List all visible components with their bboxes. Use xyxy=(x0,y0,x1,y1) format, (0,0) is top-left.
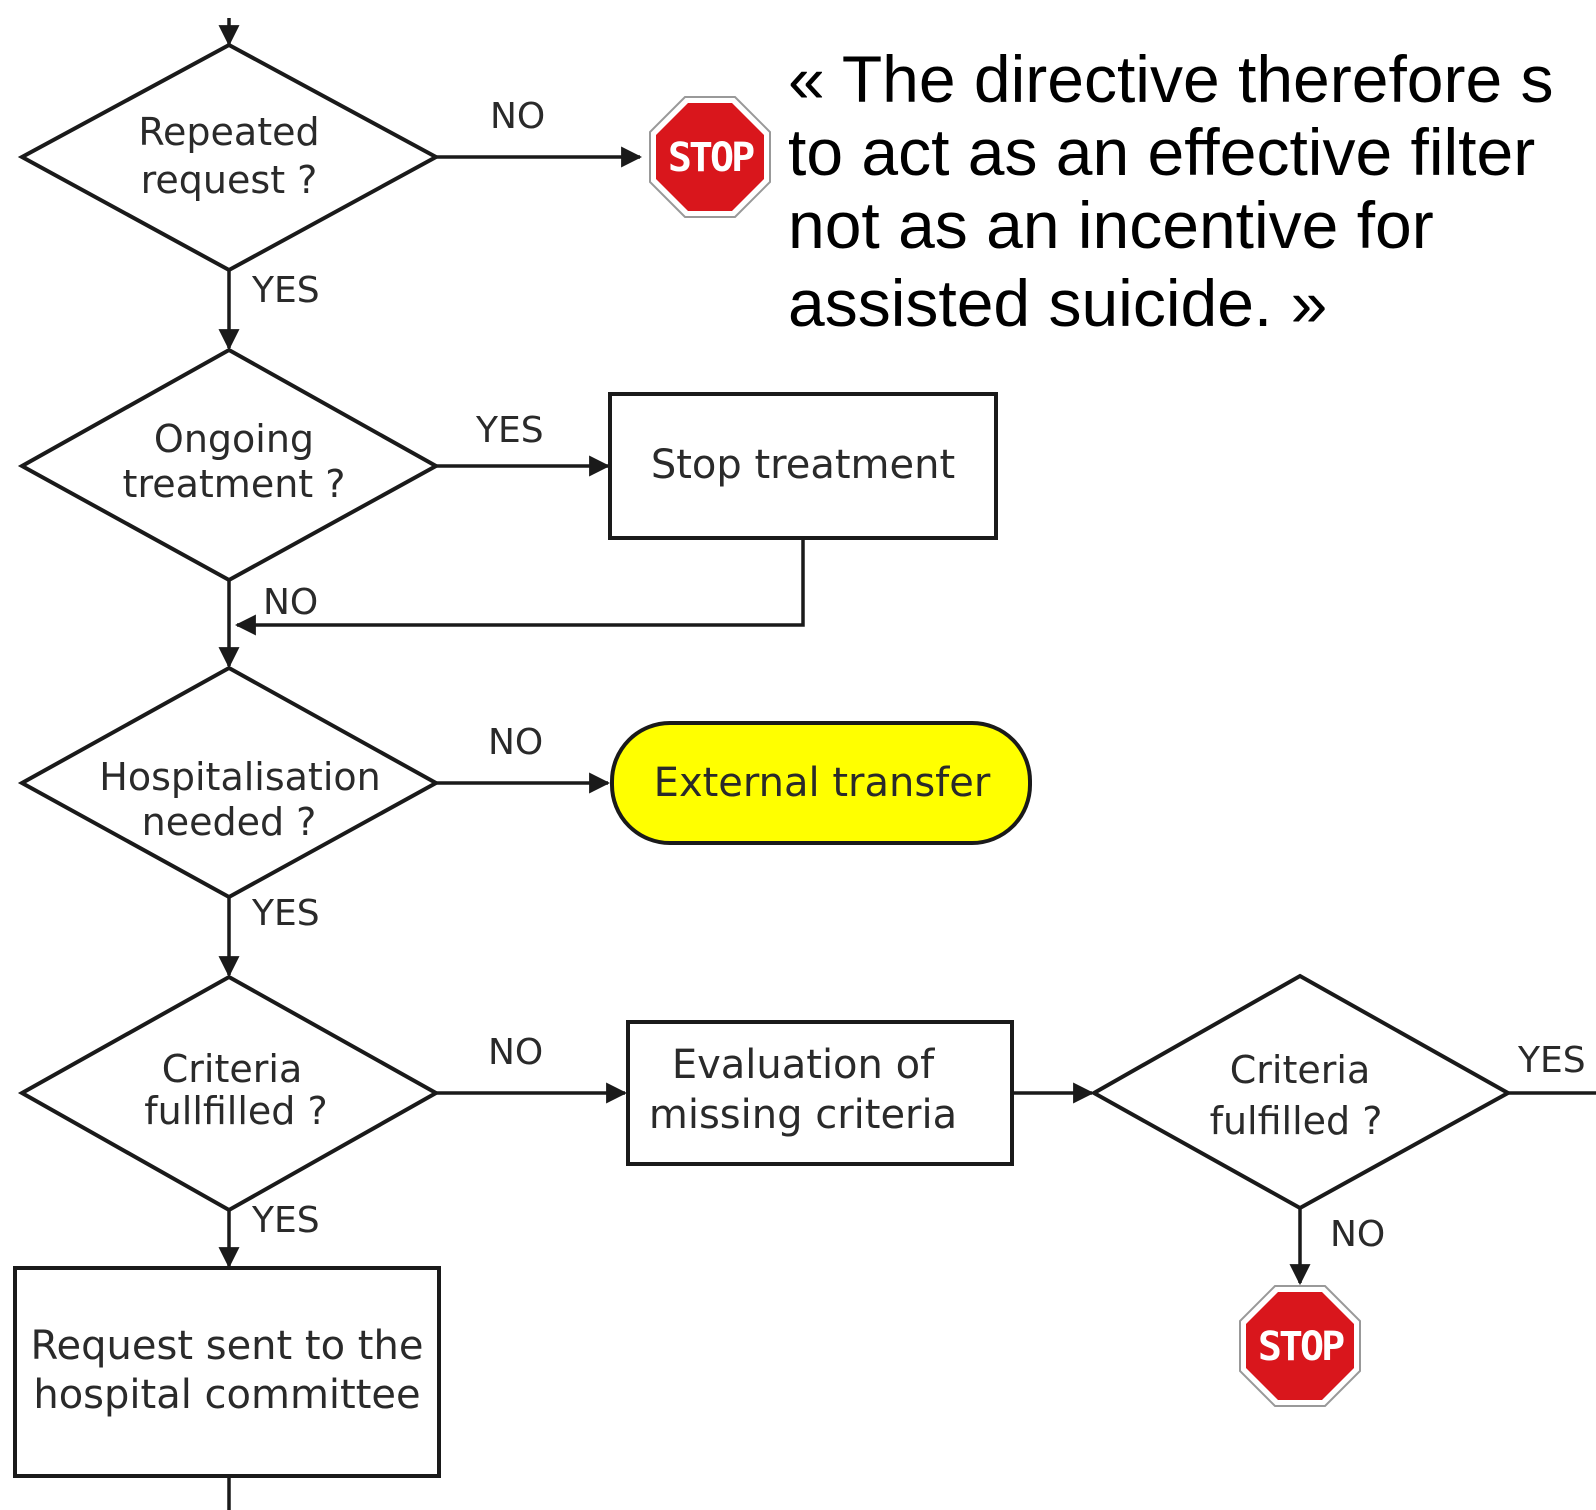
stop-sign-icon: STOP xyxy=(649,96,771,218)
decision-criteria-fulfilled-2-label-1: Criteria xyxy=(1230,1048,1370,1092)
process-evaluation-label-2: missing criteria xyxy=(649,1092,957,1138)
decision-ongoing-treatment-label-1: Ongoing xyxy=(154,417,314,461)
edge-repeated-no-label: NO xyxy=(490,96,545,137)
decision-ongoing-treatment-label-2: treatment ? xyxy=(123,462,346,506)
terminal-external-transfer-label: External transfer xyxy=(654,760,991,806)
quote-line-1: « The directive therefore s xyxy=(788,42,1554,116)
edge-hosp-yes-label: YES xyxy=(251,893,320,934)
stop-sign-label-2: STOP xyxy=(1258,1324,1344,1370)
quote-line-2: to act as an effective filter xyxy=(788,115,1535,189)
process-request-sent-label-1: Request sent to the xyxy=(31,1323,424,1369)
edge-hosp-no-label: NO xyxy=(488,722,543,763)
quote-line-4: assisted suicide. » xyxy=(788,266,1327,340)
decision-hospitalisation-label-1: Hospitalisation xyxy=(99,755,380,799)
stop-sign-label: STOP xyxy=(668,135,754,181)
quote-line-3: not as an incentive for xyxy=(788,188,1434,262)
edge-criteria2-no-label: NO xyxy=(1330,1214,1385,1255)
decision-criteria-fulfilled-2-label-2: fulfilled ? xyxy=(1210,1099,1383,1143)
decision-hospitalisation-label-2: needed ? xyxy=(142,800,317,844)
edge-repeated-yes-label: YES xyxy=(251,270,320,311)
stop-sign-icon-2: STOP xyxy=(1239,1285,1361,1407)
process-stop-treatment-label: Stop treatment xyxy=(651,442,955,488)
process-evaluation-missing-criteria xyxy=(626,1020,1014,1166)
edge-criteria1-yes-label: YES xyxy=(251,1200,320,1241)
decision-repeated-request-label-1: Repeated xyxy=(138,110,319,154)
decision-criteria-fulfilled-2 xyxy=(1089,973,1513,1211)
process-request-sent xyxy=(13,1266,441,1478)
decision-criteria-fullfilled-label-1: Criteria xyxy=(162,1047,302,1091)
edge-ongoing-no-label: NO xyxy=(263,582,318,623)
process-request-sent-label-2: hospital committee xyxy=(33,1372,420,1418)
edge-stop-treatment-return xyxy=(234,538,805,636)
decision-repeated-request-label-2: request ? xyxy=(141,158,318,202)
edge-criteria1-no-label: NO xyxy=(488,1032,543,1073)
terminal-external-transfer xyxy=(610,721,1032,845)
process-evaluation-label-1: Evaluation of xyxy=(672,1042,935,1088)
edge-criteria2-yes-label: YES xyxy=(1517,1040,1586,1081)
decision-criteria-fullfilled-label-2: fullfilled ? xyxy=(144,1089,327,1133)
edge-ongoing-yes-label: YES xyxy=(475,410,544,451)
quote-block: « The directive therefore s to act as an… xyxy=(788,42,1554,340)
